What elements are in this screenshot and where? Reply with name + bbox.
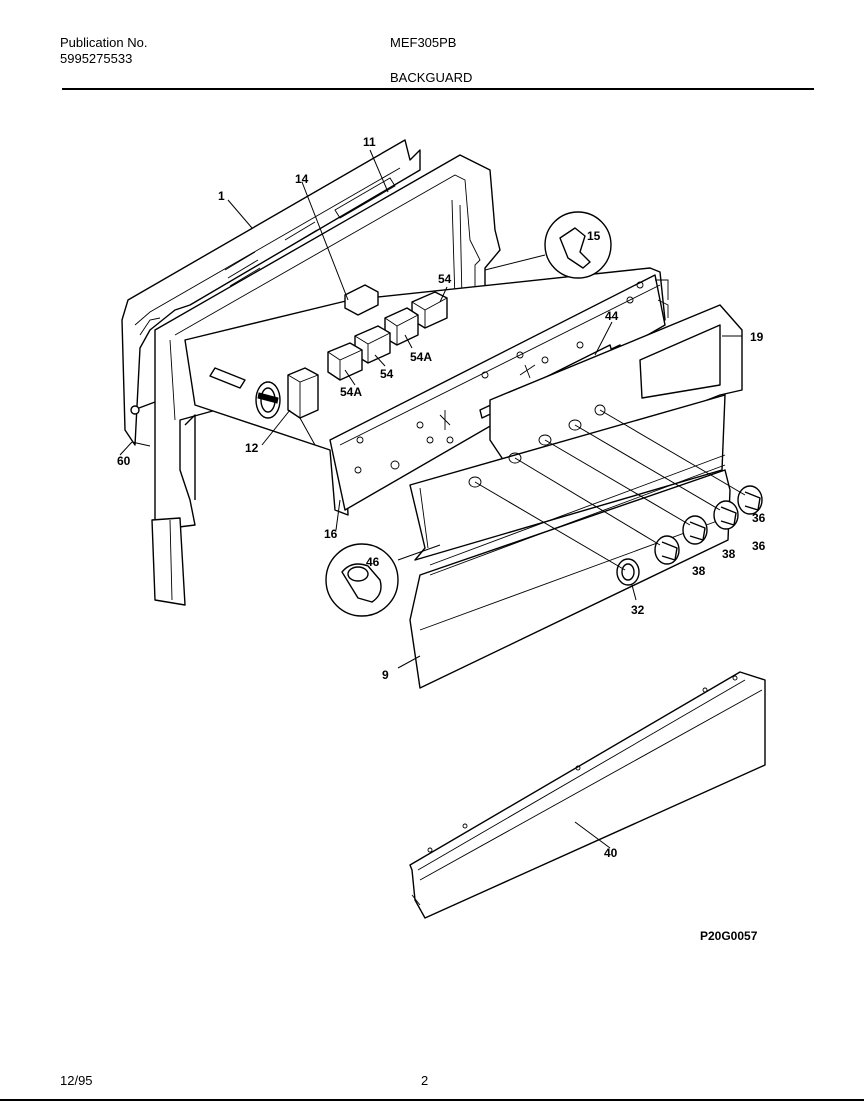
page-number: 2	[421, 1073, 429, 1088]
label-1: 1	[218, 189, 225, 203]
label-54A-left: 54A	[340, 385, 362, 399]
diagram-code: P20G0057	[700, 929, 758, 943]
label-14: 14	[295, 172, 309, 186]
label-38-a: 38	[722, 547, 736, 561]
detail-bubble-46	[325, 543, 441, 617]
label-38-b: 38	[692, 564, 706, 578]
screw	[130, 401, 156, 415]
trim-rail	[409, 671, 766, 919]
label-19: 19	[750, 330, 764, 344]
label-36-b: 36	[752, 539, 766, 553]
control-panel	[489, 304, 743, 471]
lower-panel	[409, 394, 731, 689]
publication-label: Publication No.	[60, 35, 148, 50]
leader-lines	[119, 149, 742, 849]
part-labels: 1 11 14 15 54 44 19 54A 54 54A 12 60 16 …	[117, 135, 766, 860]
label-46: 46	[366, 555, 380, 569]
push-button-switches	[327, 284, 448, 381]
label-54-mid: 54	[380, 367, 394, 381]
label-32: 32	[631, 603, 645, 617]
label-15: 15	[587, 229, 601, 243]
label-36-a: 36	[752, 511, 766, 525]
footer-date: 12/95	[60, 1073, 93, 1088]
publication-number: 5995275533	[60, 51, 133, 66]
label-60: 60	[117, 454, 131, 468]
label-11: 11	[363, 135, 376, 149]
model-number: MEF305PB	[390, 35, 457, 50]
label-12: 12	[245, 441, 259, 455]
detail-bubble-15	[484, 211, 612, 279]
rear-panel	[121, 139, 421, 446]
label-44: 44	[605, 309, 619, 323]
label-9: 9	[382, 668, 389, 682]
thermostat	[209, 367, 319, 446]
control-knobs	[474, 409, 763, 586]
label-40: 40	[604, 846, 618, 860]
header-divider	[62, 88, 814, 90]
section-title: BACKGUARD	[390, 70, 473, 85]
label-54A-right: 54A	[410, 350, 432, 364]
label-16: 16	[324, 527, 338, 541]
footer-divider	[0, 1099, 864, 1101]
label-54-top: 54	[438, 272, 452, 286]
